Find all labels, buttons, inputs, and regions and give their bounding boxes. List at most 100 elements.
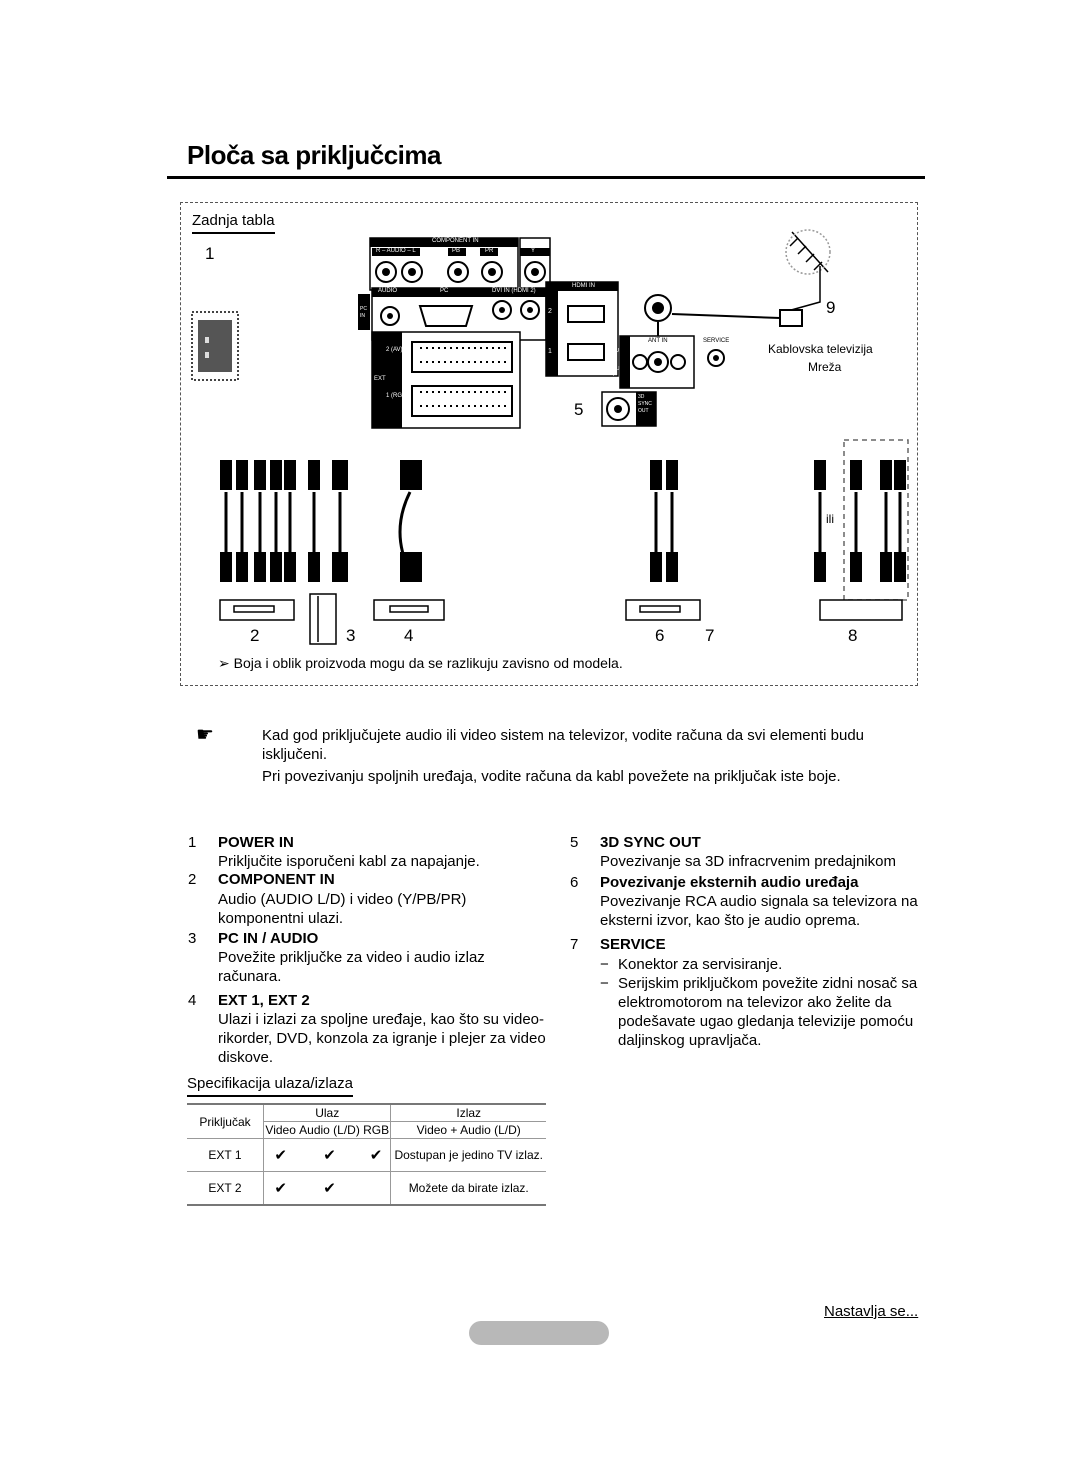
spec-col-ulaz: Ulaz (263, 1104, 392, 1122)
settop-device-8 (819, 599, 903, 621)
spec-row-ext2-izlaz: Možete da birate izlaz. (408, 1180, 529, 1195)
callout-8: 8 (848, 626, 858, 645)
item-3-num: 3 (188, 930, 197, 947)
pc-device-3 (309, 593, 337, 645)
spec-sub-rgb: RGB (361, 1121, 392, 1139)
item-2-text: Audio (AUDIO L/D) i video (Y/PB/PR) komp… (218, 891, 467, 927)
coax-connector (644, 294, 803, 336)
continued-link[interactable]: Nastavlja se... (824, 1303, 919, 1320)
cable-plugs (220, 460, 906, 582)
item-7-head: SERVICE (600, 936, 666, 953)
title-rule (167, 176, 925, 179)
spec-row-ext1-video: ✔ (263, 1138, 298, 1172)
spec-heading: Specifikacija ulaza/izlaza (187, 1075, 353, 1097)
spec-sub-audio: Audio (L/D) (297, 1121, 362, 1139)
spec-row-ext2-name: EXT 2 (187, 1171, 264, 1205)
label-network: Mreža (808, 360, 842, 374)
dvd-device-4 (373, 599, 445, 621)
item-6-head: Povezivanje eksternih audio uređaja (600, 874, 859, 891)
rear-panel-heading: Zadnja tabla (192, 212, 275, 234)
spec-row-ext1-rgb: ✔ (361, 1138, 392, 1172)
label-dvi-in: DVI IN (HDMI 2) (492, 288, 536, 294)
rear-panel-diagram (191, 229, 909, 645)
callout-7: 7 (705, 626, 715, 645)
item-6-num: 6 (570, 874, 579, 891)
label-pr: PR (485, 248, 494, 254)
item-7-dash-2: − (600, 975, 609, 992)
cables (224, 491, 902, 573)
callout-9: 9 (826, 298, 836, 317)
label-ext2: 2 (AV) (386, 347, 403, 353)
note-1: Kad god priključujete audio ili video si… (262, 727, 865, 763)
page-number-pill (469, 1321, 609, 1345)
callout-6: 6 (655, 626, 665, 645)
item-6-text: Povezivanje RCA audio signala sa televiz… (600, 893, 918, 929)
item-2-head: COMPONENT IN (218, 871, 335, 888)
spec-sub-izlaz: Video + Audio (L/D) (390, 1121, 546, 1139)
rear-panel-box (180, 202, 918, 686)
label-hdmi-2: 2 (548, 308, 552, 315)
label-y: Y (531, 248, 536, 254)
label-service: SERVICE (703, 338, 730, 344)
item-1-text: Priključite isporučeni kabl za napajanje… (218, 853, 480, 870)
note-2: Pri povezivanju spoljnih uređaja, vodite… (262, 768, 841, 785)
spec-row-ext2-audio: ✔ (323, 1179, 336, 1197)
item-7-text-2: Serijskim priključkom povežite zidni nos… (618, 975, 918, 1049)
item-2-num: 2 (188, 871, 197, 888)
callout-3: 3 (346, 626, 356, 645)
spec-col-izlaz: Izlaz (390, 1104, 546, 1122)
callout-5: 5 (574, 400, 584, 419)
item-5-num: 5 (570, 834, 579, 851)
item-5-text: Povezivanje sa 3D infracrvenim predajnik… (600, 853, 896, 870)
spec-row-ext1-audio: ✔ (297, 1138, 362, 1172)
label-audio-out: AUDIO OUT (612, 348, 620, 378)
label-component-in: COMPONENT IN (432, 238, 479, 244)
pointing-hand-icon: ☛ (196, 724, 214, 746)
label-hdmi-in: HDMI IN (572, 283, 595, 289)
hdmi-in-block (545, 281, 619, 377)
spec-col-prikljucak: Priključak (187, 1104, 264, 1139)
spec-row-ext1-name: EXT 1 (187, 1138, 264, 1172)
item-3-text: Povežite priključke za video i audio izl… (218, 949, 485, 985)
label-ant-in: ANT IN (648, 338, 668, 344)
spec-table: Priključak Ulaz Izlaz Video Audio (L/D) … (187, 1103, 546, 1206)
item-7-num: 7 (570, 936, 579, 953)
label-audio: AUDIO (378, 288, 398, 294)
spec-sub-video: Video (263, 1121, 298, 1139)
label-hdmi-1: 1 (548, 348, 552, 355)
ant-service-block (619, 335, 725, 389)
callout-4: 4 (404, 626, 414, 645)
panel-note: ➢ Boja i oblik proizvoda mogu da se razl… (218, 655, 623, 672)
label-cable-tv: Kablovska televizija (768, 342, 873, 356)
item-1-head: POWER IN (218, 834, 294, 851)
vcr-device-2 (219, 599, 295, 621)
item-7-text-1: Konektor za servisiranje. (618, 956, 783, 973)
audio-device-6 (625, 599, 701, 621)
item-3-head: PC IN / AUDIO (218, 930, 319, 947)
callout-1: 1 (205, 244, 215, 263)
label-pc: PC (440, 288, 449, 294)
sync-out-block (601, 391, 657, 427)
spec-row-ext1-izlaz: Dostupan je jedino TV izlaz. (390, 1138, 546, 1172)
label-3d-sync: 3D SYNC OUT (638, 394, 652, 414)
power-in-socket (191, 311, 239, 381)
ext-scart-block (371, 331, 521, 429)
arrow-icon: ➢ (218, 655, 230, 671)
item-7-dash-1: − (600, 956, 609, 973)
label-ext: EXT (374, 376, 386, 382)
label-ext1: 1 (RGB) (386, 393, 409, 399)
label-ili: ili (826, 512, 834, 526)
callout-2: 2 (250, 626, 260, 645)
panel-note-text: Boja i oblik proizvoda mogu da se razlik… (233, 655, 623, 671)
item-4-head: EXT 1, EXT 2 (218, 992, 310, 1009)
label-audio-rl: R – AUDIO – L (376, 248, 416, 254)
antenna-icon (783, 229, 831, 313)
component-in-block (369, 237, 551, 291)
spec-row-ext2-rgb (361, 1171, 392, 1205)
item-5-head: 3D SYNC OUT (600, 834, 701, 851)
label-pb: PB (452, 248, 461, 254)
page-title: Ploča sa priključcima (187, 140, 441, 170)
spec-row-ext2-video: ✔ (274, 1179, 287, 1197)
item-1-num: 1 (188, 834, 197, 851)
item-4-text: Ulazi i izlazi za spoljne uređaje, kao š… (218, 1011, 546, 1066)
